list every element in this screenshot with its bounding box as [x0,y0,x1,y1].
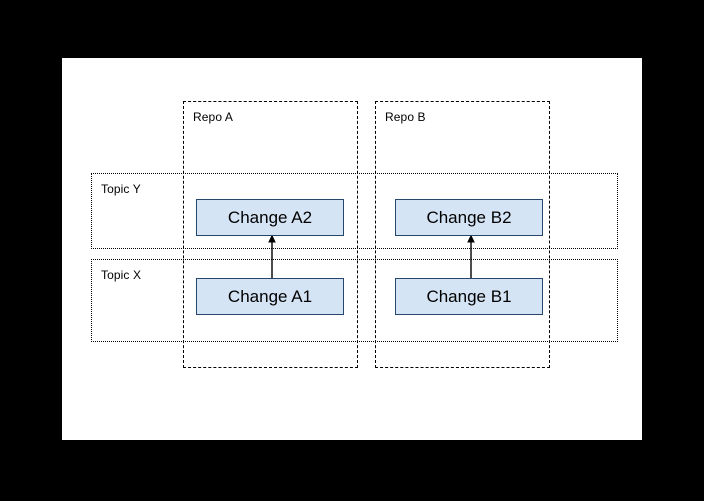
group-topic-y-label: Topic Y [101,182,141,196]
node-change-a1-label: Change A1 [227,286,313,306]
group-repo-a[interactable]: Repo A [183,101,358,368]
group-topic-x-label: Topic X [101,268,142,282]
node-change-b1-label: Change B1 [426,286,512,306]
node-change-b2[interactable]: Change B2 [395,199,543,236]
edge-change-a1-to-change-a2 [262,234,282,280]
node-change-b2-label: Change B2 [426,207,512,227]
arrow-up-icon [467,234,475,280]
node-change-a2-label: Change A2 [227,207,313,227]
group-topic-x[interactable]: Topic X [91,259,618,342]
group-repo-b[interactable]: Repo B [375,101,550,368]
group-repo-a-label: Repo A [193,110,233,124]
node-change-a2[interactable]: Change A2 [196,199,344,236]
group-topic-y[interactable]: Topic Y [91,173,618,249]
node-change-a1[interactable]: Change A1 [196,278,344,315]
group-repo-b-label: Repo B [385,110,426,124]
diagram-canvas: Topic Y Topic X Repo A Repo B [62,58,642,440]
node-change-b1[interactable]: Change B1 [395,278,543,315]
edge-change-b1-to-change-b2 [461,234,481,280]
arrow-up-icon [268,234,276,280]
